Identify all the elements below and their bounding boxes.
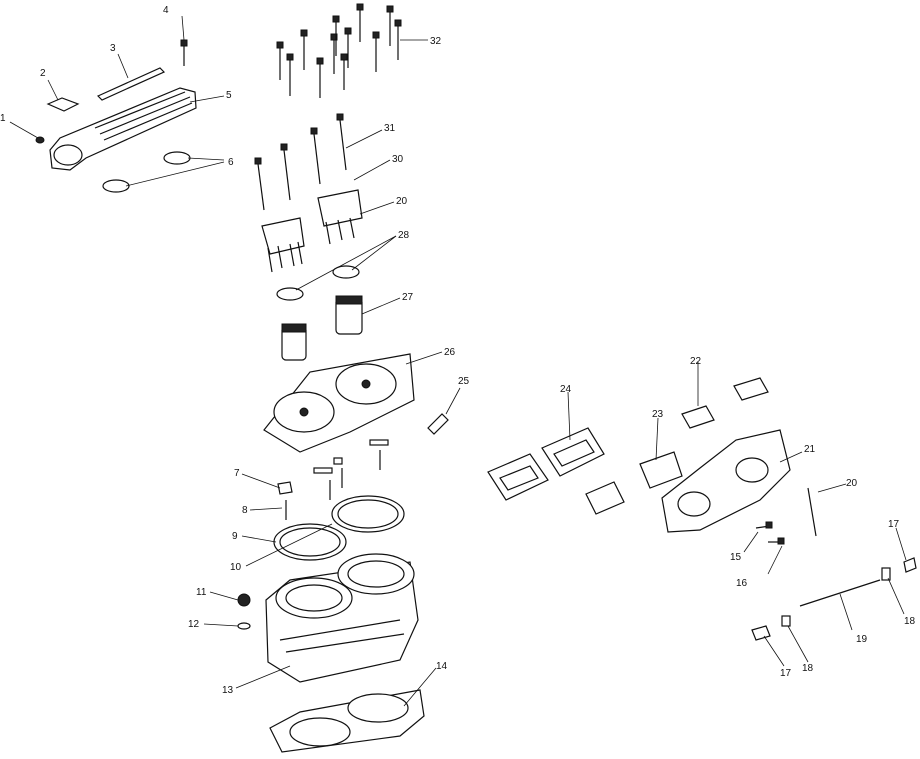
callout-31: 31 [384,123,396,134]
callout-20-left: 20 [396,196,408,207]
intake-manifold-part-21 [661,429,791,533]
gasket-pair-part-6 [102,151,191,193]
callout-8: 8 [242,505,248,516]
callout-4: 4 [163,5,169,16]
callout-1: 1 [0,113,6,124]
callout-28: 28 [398,230,410,241]
callout-16: 16 [736,578,748,589]
callout-26: 26 [444,347,456,358]
callout-labels: 1 2 3 4 5 6 7 8 9 10 11 12 13 14 15 16 1… [0,5,916,696]
fittings-parts-17-18 [751,557,917,641]
callout-15: 15 [730,552,742,563]
callout-17-lower: 17 [780,668,792,679]
thermostats-part-27 [281,295,363,361]
callout-10: 10 [230,562,242,573]
callout-27: 27 [402,292,414,303]
callout-32: 32 [430,36,442,47]
base-gasket-part-14 [269,689,425,753]
head-gaskets-part-9-10 [273,495,405,561]
callout-3: 3 [110,43,116,54]
exhaust-manifold [35,87,197,171]
reed-valves-part-24 [487,427,605,501]
callout-22: 22 [690,356,702,367]
callout-14: 14 [436,661,448,672]
leader-lines [9,15,907,707]
intake-gaskets-part-22 [681,377,769,429]
studs-part-31 [254,113,347,211]
callout-5: 5 [226,90,232,101]
callout-30: 30 [392,154,404,165]
callout-17-upper: 17 [888,519,900,530]
nut-washer-parts-11-12 [237,593,251,630]
thermostat-housing-part-20 [261,189,363,273]
callout-9: 9 [232,531,238,542]
reed-spacers-part-23 [585,451,683,515]
rod-part-19 [799,579,881,607]
callout-23: 23 [652,409,664,420]
gasket-part-2 [46,97,80,112]
callout-2: 2 [40,68,46,79]
callout-24: 24 [560,384,572,395]
callout-11: 11 [196,587,207,598]
screws-parts-15-16 [755,521,785,545]
callout-25: 25 [458,376,470,387]
callout-12: 12 [188,619,200,630]
temp-sensor-part-25 [427,413,449,435]
stud-part-20-right [807,487,817,537]
o-rings-part-28 [276,265,360,301]
callout-18-right: 18 [904,616,916,627]
callout-18-lower: 18 [802,663,814,674]
callout-21: 21 [804,444,816,455]
stud-washer-parts [277,439,389,520]
gasket-strip-part-3 [96,67,166,101]
callout-6: 6 [228,157,234,168]
head-bolts-part-32 [276,3,402,98]
bolt-part-4 [180,39,188,66]
callout-7: 7 [234,468,240,479]
cylinder-block-part-13 [265,553,419,683]
cylinder-head-part-26 [263,353,415,453]
callout-20-right: 20 [846,478,858,489]
callout-19: 19 [856,634,868,645]
callout-13: 13 [222,685,234,696]
